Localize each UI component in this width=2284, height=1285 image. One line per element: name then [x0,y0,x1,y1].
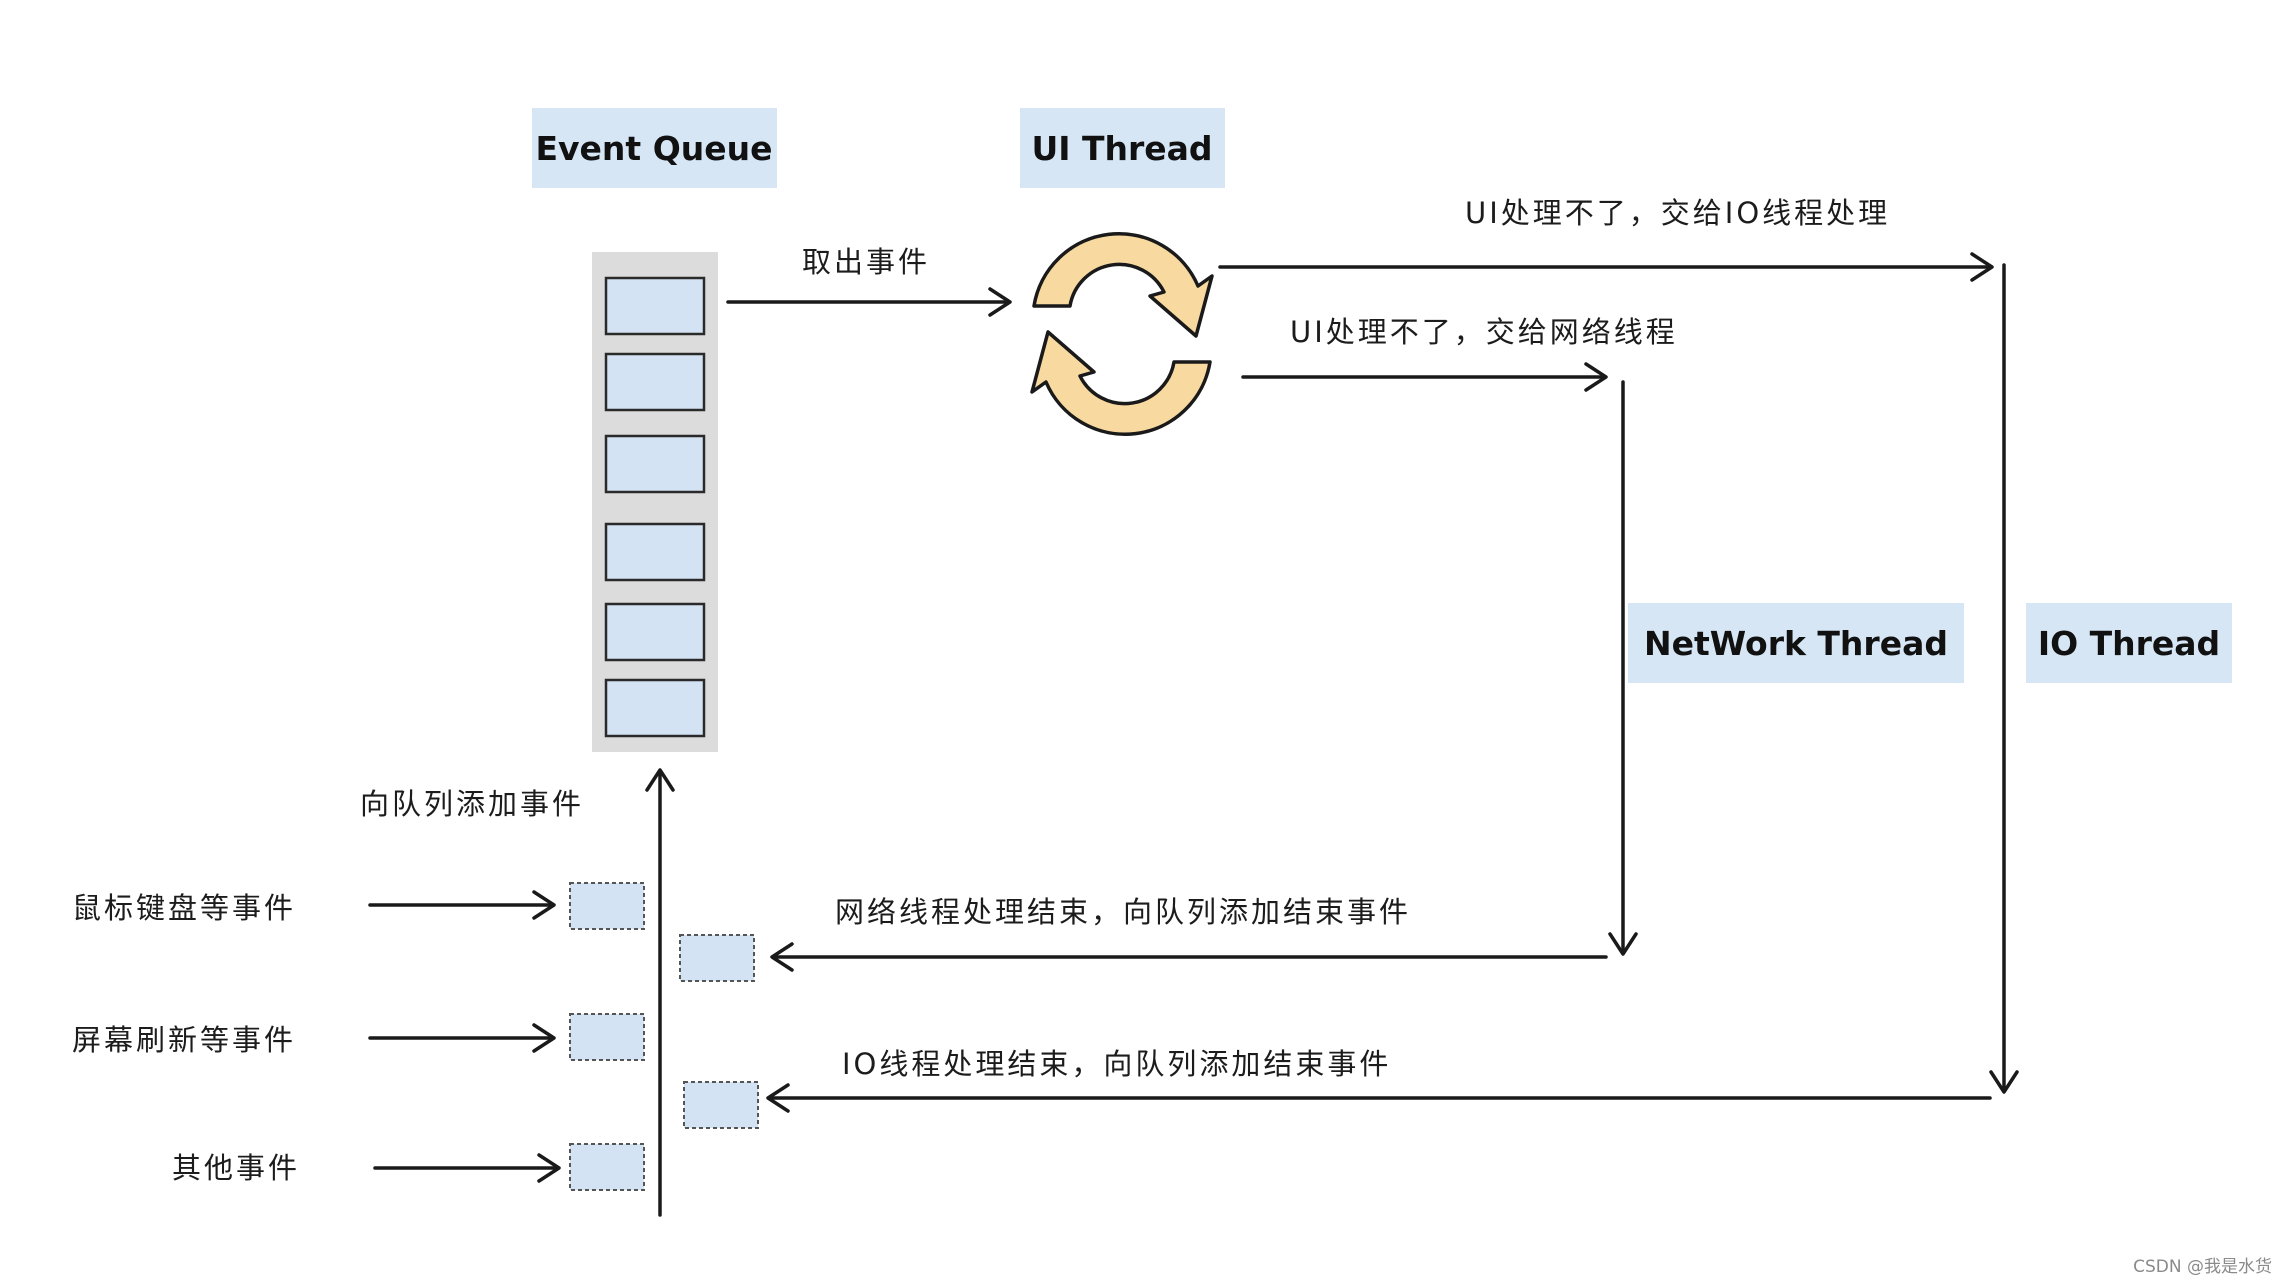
other-events-label: 其他事件 [172,1151,300,1185]
network-thread-line [1608,380,1638,956]
io-thread-label: IO Thread [2038,624,2220,663]
refresh-cycle-icon [1030,231,1214,437]
take-event-caption: 取出事件 [802,245,930,279]
add-to-queue-arrow [645,768,675,1217]
ui-thread-label: UI Thread [1031,129,1212,168]
event-queue [592,252,718,752]
take-event-arrow [726,287,1012,317]
network-thread-tag: NetWork Thread [1628,603,1964,683]
add-to-queue-caption: 向队列添加事件 [360,787,584,821]
io-thread-tag: IO Thread [2026,603,2232,683]
screen-refresh-label: 屏幕刷新等事件 [72,1023,296,1057]
watermark: CSDN @我是水货 [2133,1257,2272,1277]
ui-to-network-arrow [1241,362,1608,392]
mouse-keyboard-arrow [368,890,556,920]
queue-slot [604,678,706,738]
queue-slot [604,434,706,494]
network-done-caption: 网络线程处理结束，向队列添加结束事件 [835,895,1411,929]
ui-thread-tag: UI Thread [1020,108,1225,188]
network-result-event [679,934,755,982]
queue-slot [604,276,706,336]
other-event [569,1143,645,1191]
event-queue-tag: Event Queue [532,108,777,188]
queue-frame [592,252,718,752]
io-thread-line [1989,263,2019,1094]
network-done-arrow [770,942,1608,972]
queue-slot [604,602,706,662]
ui-to-network-caption: UI处理不了，交给网络线程 [1290,315,1678,349]
screen-refresh-event [569,1013,645,1061]
queue-slot [604,522,706,582]
other-events-arrow [373,1153,561,1183]
ui-to-io-arrow [1218,252,1994,282]
queue-slot [604,352,706,412]
io-done-caption: IO线程处理结束，向队列添加结束事件 [842,1047,1391,1081]
screen-refresh-arrow [368,1023,556,1053]
ui-to-io-caption: UI处理不了，交给IO线程处理 [1465,196,1890,230]
mouse-keyboard-event [569,882,645,930]
io-result-event [683,1081,759,1129]
io-done-arrow [766,1083,1992,1113]
event-queue-label: Event Queue [536,129,773,168]
mouse-keyboard-label: 鼠标键盘等事件 [72,891,296,925]
network-thread-label: NetWork Thread [1644,624,1948,663]
